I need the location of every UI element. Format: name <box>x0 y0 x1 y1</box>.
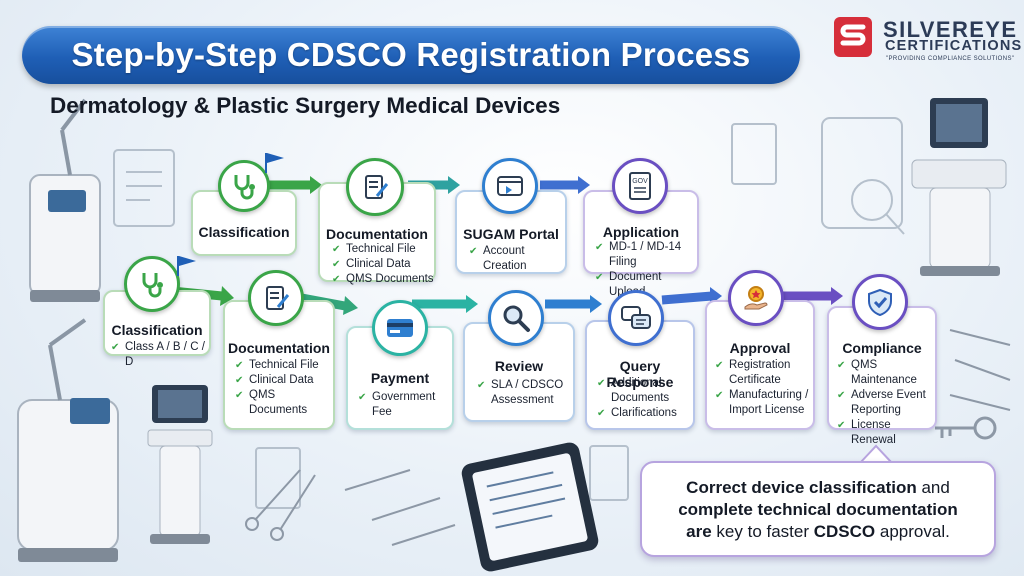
chat-bubbles-icon <box>621 306 651 329</box>
top-documentation-icon-badge <box>346 158 404 216</box>
page-title: Step-by-Step CDSCO Registration Process <box>71 36 751 73</box>
step-items: Technical File Clinical Data QMS Documen… <box>235 358 333 418</box>
tablet-illustration <box>461 442 599 572</box>
step-item: Class A / B / C / D <box>111 340 209 370</box>
callout-line3-bold-a: are <box>686 522 712 541</box>
step-item: QMS Documents <box>332 272 434 287</box>
stethoscope-icon <box>142 273 163 298</box>
bottom-classification-icon-badge <box>124 256 180 312</box>
step-title: Compliance <box>842 340 922 356</box>
surgical-tools-sketches <box>245 329 1011 546</box>
title-banner: Step-by-Step CDSCO Registration Process <box>22 26 800 84</box>
callout-line3-rest: approval. <box>875 522 950 541</box>
browser-window-icon <box>497 176 523 196</box>
step-item: Government Fee <box>358 390 450 420</box>
step-item: MD-1 / MD-14 Filing <box>595 240 697 270</box>
step-title: Application <box>602 224 680 240</box>
top-application-icon-badge: GOV <box>612 158 668 214</box>
step-item: Account Creation <box>469 244 565 274</box>
step-items: Class A / B / C / D <box>111 340 209 370</box>
silvereye-logo-icon <box>834 17 872 57</box>
step-item: Registration Certificate <box>715 358 815 388</box>
bottom-review-icon-badge <box>488 290 544 346</box>
document-edit-icon <box>266 286 290 310</box>
logo-subtitle: CERTIFICATIONS <box>885 38 1023 54</box>
step-items: QMS Maintenance Adverse Event Reporting … <box>837 358 937 448</box>
award-hand-icon <box>744 286 768 310</box>
key-sketch <box>935 416 997 440</box>
bottom-payment-icon-badge <box>372 300 428 356</box>
step-item: QMS Maintenance <box>837 358 937 388</box>
key-message-callout: Correct device classification and comple… <box>640 461 996 557</box>
gov-label: GOV <box>632 178 648 185</box>
step-item: Clarifications <box>597 406 691 421</box>
bottom-step-classification: Classification Class A / B / C / D <box>103 290 211 368</box>
step-items: Registration Certificate Manufacturing /… <box>715 358 815 418</box>
step-item: QMS Documents <box>235 388 333 418</box>
callout-line1-rest: and <box>916 478 950 497</box>
step-title: Review <box>494 358 544 374</box>
magnifier-icon <box>503 305 530 332</box>
callout-text: Correct device classification and comple… <box>652 477 984 543</box>
step-item: Clinical Data <box>332 257 434 272</box>
top-classification-icon-badge <box>218 160 270 212</box>
step-items: Technical File Clinical Data QMS Documen… <box>332 242 434 287</box>
top-sugam-icon-badge <box>482 158 538 214</box>
step-item: Additional Documents <box>597 376 691 406</box>
step-item: Technical File <box>332 242 434 257</box>
callout-line3-bold-b: CDSCO <box>813 522 876 541</box>
laser-device-large-illustration <box>17 318 119 562</box>
logo-name: SILVEREYE <box>883 17 1018 42</box>
step-title: Approval <box>729 340 791 356</box>
laser-device-illustration <box>29 98 101 302</box>
bottom-documentation-icon-badge <box>248 270 304 326</box>
step-item: Clinical Data <box>235 373 333 388</box>
step-title: SUGAM Portal <box>463 226 559 242</box>
step-item: Adverse Event Reporting <box>837 388 937 418</box>
flag-icon <box>177 256 196 276</box>
page-subtitle: Dermatology & Plastic Surgery Medical De… <box>50 93 561 118</box>
step-title: Classification <box>111 322 203 338</box>
ultrasound-cart-right-illustration <box>911 98 1007 276</box>
callout-line2-bold: complete technical documentation <box>678 500 958 519</box>
step-item: Technical File <box>235 358 333 373</box>
credit-card-icon <box>387 319 413 337</box>
step-items: Account Creation <box>469 244 565 274</box>
flag-icon <box>265 153 284 173</box>
step-title: Payment <box>370 370 430 386</box>
step-items: Additional Documents Clarifications <box>597 376 691 421</box>
stethoscope-icon <box>234 175 255 200</box>
bottom-query-icon-badge <box>608 290 664 346</box>
gov-document-icon: GOV <box>629 172 651 200</box>
step-items: Government Fee <box>358 390 450 420</box>
clipboard-sketches <box>113 117 905 509</box>
step-title: Documentation <box>228 340 330 356</box>
step-item: License Renewal <box>837 418 937 448</box>
bottom-approval-icon-badge <box>728 270 784 326</box>
document-edit-icon <box>365 175 389 199</box>
step-items: SLA / CDSCO Assessment <box>477 378 571 408</box>
step-title: Documentation <box>326 226 428 242</box>
callout-line3-mid: key to faster <box>711 522 814 541</box>
bottom-compliance-icon-badge <box>852 274 908 330</box>
ultrasound-cart-illustration <box>147 385 213 544</box>
step-item: Manufacturing / Import License <box>715 388 815 418</box>
step-title: Classification <box>198 224 290 240</box>
logo-tagline: "PROVIDING COMPLIANCE SOLUTIONS" <box>886 56 1015 62</box>
shield-check-icon <box>868 288 892 317</box>
step-item: SLA / CDSCO Assessment <box>477 378 571 408</box>
callout-line1-bold: Correct device classification <box>686 478 917 497</box>
